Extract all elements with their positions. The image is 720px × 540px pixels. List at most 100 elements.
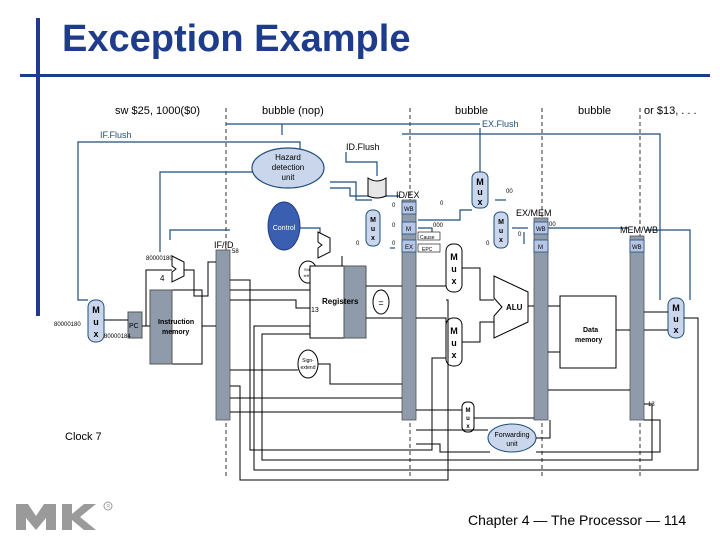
reg-13-label: 13	[311, 307, 319, 314]
exmem-wb: WB	[536, 227, 546, 233]
hazard-label-1: Hazard	[275, 153, 301, 162]
control-unit	[267, 201, 301, 251]
zero-2: 0	[392, 223, 396, 229]
idex-m: M	[406, 227, 411, 233]
pc-register	[127, 311, 143, 339]
cause-label: Cause	[420, 235, 435, 241]
publisher-logo: R	[16, 501, 113, 530]
idex-wb: WB	[404, 207, 414, 213]
epc-register	[417, 243, 441, 253]
zero-4: 0	[392, 241, 396, 247]
svg-text:x: x	[371, 235, 375, 242]
if-id-58: 58	[232, 249, 239, 255]
mux-group-white	[445, 243, 475, 433]
addr-80000184: 80000184	[104, 334, 131, 340]
registers-label: Registers	[322, 297, 359, 306]
zero-7: 0	[518, 232, 522, 238]
if-adder	[171, 255, 185, 283]
control-label: Control	[273, 225, 296, 232]
alu	[493, 275, 529, 339]
equality-comparator	[372, 289, 390, 315]
zero-1: 0	[392, 203, 396, 209]
imem-label-2: memory	[162, 329, 189, 336]
svg-text:u: u	[477, 187, 483, 197]
svg-text:x: x	[451, 276, 456, 286]
zeros-000: 000	[433, 223, 444, 229]
hazard-detection-unit	[251, 147, 325, 189]
ex-mem-label: EX/MEM	[516, 208, 552, 218]
memwb-13: 13	[648, 402, 655, 408]
svg-text:M: M	[476, 177, 484, 187]
svg-text:M: M	[450, 326, 458, 336]
slide-title: Exception Example	[62, 18, 411, 60]
clock-label: Clock 7	[65, 431, 102, 443]
ex-mem-register	[533, 217, 549, 421]
zero-3: 0	[356, 241, 360, 247]
svg-text:M: M	[672, 303, 680, 313]
datapath-wires	[104, 256, 699, 481]
addr-80000180-b: 80000180	[146, 256, 173, 262]
memwb-wb: WB	[632, 245, 642, 251]
flush-lines	[77, 123, 691, 301]
idex-ex: EX	[405, 245, 413, 251]
id-ex-label: ID/EX	[396, 190, 420, 200]
svg-text:u: u	[673, 314, 679, 324]
svg-text:u: u	[451, 264, 457, 274]
svg-text:unit: unit	[506, 441, 517, 448]
slide-footer: Chapter 4 — The Processor — 114	[468, 512, 687, 528]
svg-text:Shift: Shift	[304, 267, 313, 272]
stage-label-1: sw $25, 1000($0)	[115, 105, 200, 117]
cause-register	[417, 231, 441, 241]
hazard-label-3: unit	[282, 173, 296, 182]
alu-label: ALU	[506, 303, 523, 312]
svg-text:left 2: left 2	[304, 273, 313, 278]
regdst-mux	[461, 401, 475, 433]
svg-text:M: M	[92, 305, 100, 315]
control-mux-1	[365, 209, 381, 247]
sign-extend-unit	[297, 349, 319, 379]
pc-label: PC	[129, 323, 139, 330]
svg-text:Forwarding: Forwarding	[494, 432, 529, 439]
svg-text:u: u	[451, 338, 457, 348]
if-id-register	[215, 249, 231, 421]
epc-label: EPC	[422, 247, 433, 253]
data-memory	[559, 295, 617, 369]
or-gate	[367, 177, 387, 199]
stage-label-4: bubble	[578, 105, 611, 117]
mem-wb-register	[629, 235, 645, 421]
ex-mux	[493, 211, 509, 249]
id-adder	[317, 231, 331, 259]
svg-text:M: M	[498, 219, 504, 226]
title-accent-bar	[36, 18, 40, 316]
id-ex-register	[401, 199, 417, 421]
zeros-00b: 00	[549, 222, 556, 228]
if-flush-label: IF.Flush	[100, 130, 132, 140]
svg-text:x: x	[93, 329, 98, 339]
svg-text:u: u	[93, 317, 99, 327]
svg-text:Sign-: Sign-	[302, 358, 314, 364]
four-label: 4	[160, 274, 165, 283]
mux-group	[87, 171, 685, 343]
zeros-00: 00	[506, 189, 513, 195]
svg-text:M: M	[466, 408, 471, 414]
svg-text:u: u	[466, 416, 470, 422]
stage-label-2: bubble (nop)	[262, 105, 324, 117]
hazard-label-2: detection	[272, 163, 304, 172]
svg-text:x: x	[499, 237, 503, 244]
svg-text:x: x	[451, 350, 456, 360]
zero-5: 0	[440, 201, 444, 207]
svg-text:x: x	[466, 424, 470, 430]
svg-text:M: M	[370, 217, 376, 224]
ex-flush-mux	[471, 171, 489, 209]
ex-flush-label: EX.Flush	[482, 119, 519, 129]
mem-wb-label: MEM/WB	[620, 225, 658, 235]
svg-text:memory: memory	[575, 337, 602, 344]
svg-text:R: R	[107, 504, 111, 510]
svg-text:x: x	[673, 325, 678, 335]
svg-text:u: u	[499, 228, 503, 235]
imem-label-1: Instruction	[158, 319, 194, 326]
id-flush-label: ID.Flush	[346, 142, 380, 152]
svg-text:u: u	[371, 226, 375, 233]
svg-text:Data: Data	[583, 327, 598, 334]
